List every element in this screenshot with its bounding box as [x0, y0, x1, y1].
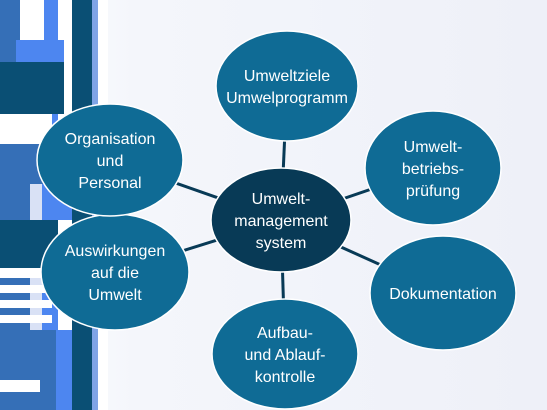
node-label-line: auf die: [91, 265, 139, 282]
node-label-line: Organisation: [65, 131, 156, 148]
node-ellipse: [364, 110, 502, 226]
node-label-line: Umwelprogramm: [226, 90, 348, 107]
node-label-line: Umwelt: [88, 287, 142, 304]
node-label: Aufbau-und Ablauf-kontrolle: [245, 325, 326, 386]
node-label-line: Umwelt-: [404, 139, 463, 156]
node-label-line: Umweltziele: [244, 68, 330, 85]
node-label-line: management: [234, 213, 328, 230]
node-label-line: Dokumentation: [389, 286, 497, 303]
node-ellipse: [36, 103, 184, 217]
node-label-line: system: [256, 235, 307, 252]
sidebar-block: [0, 380, 40, 392]
sidebar-block: [0, 62, 64, 114]
node-label-line: Aufbau-: [257, 325, 313, 342]
node-label-line: Auswirkungen: [65, 243, 166, 260]
node-label-line: und: [97, 153, 124, 170]
node-ablaufkontrolle: Aufbau-und Ablauf-kontrolle: [211, 298, 359, 410]
center-ellipse: [210, 167, 352, 273]
node-label-line: betriebs-: [402, 161, 464, 178]
node-label: Umwelt-betriebs-prüfung: [402, 139, 464, 200]
node-label-line: kontrolle: [255, 369, 316, 386]
center-label: Umwelt-management system: [234, 191, 328, 252]
node-label: Dokumentation: [389, 286, 497, 303]
sidebar-block: [0, 330, 56, 410]
node-betriebspruefung: Umwelt-betriebs-prüfung: [364, 110, 502, 226]
sidebar-block: [0, 315, 52, 323]
node-ellipse: [369, 235, 517, 351]
node-dokumentation: Dokumentation: [369, 235, 517, 351]
center-node: Umwelt-management system: [210, 167, 352, 273]
node-ellipse: [215, 30, 359, 142]
sidebar-block: [0, 285, 52, 293]
sidebar-block: [0, 268, 50, 278]
node-label-line: prüfung: [406, 183, 460, 200]
node-label-line: Umwelt-: [252, 191, 311, 208]
sidebar-block: [0, 300, 52, 308]
node-label-line: und Ablauf-: [245, 347, 326, 364]
node-label-line: Personal: [78, 175, 141, 192]
sidebar-block: [56, 330, 72, 410]
sidebar-block: [16, 40, 64, 62]
node-ellipse: [211, 298, 359, 410]
